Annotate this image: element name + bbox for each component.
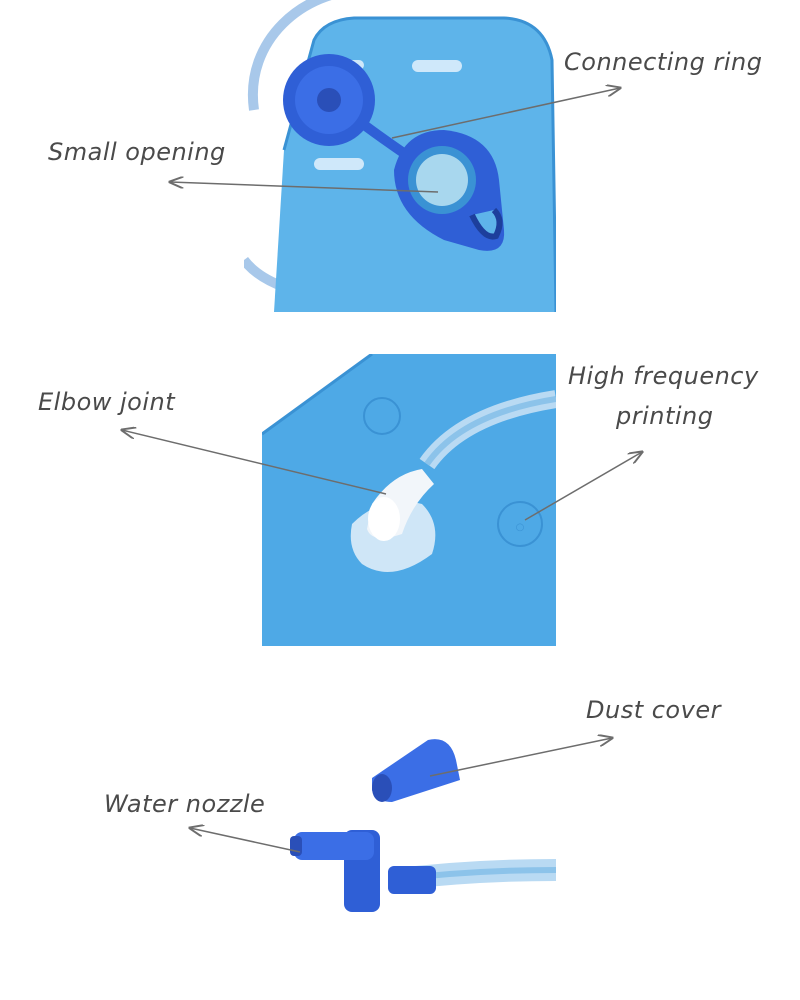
arrow-elbow-joint [122, 430, 387, 495]
arrow-dust-cover [429, 738, 612, 777]
high-frequency-label-line1: High frequency [568, 362, 759, 390]
connecting-ring-label: Connecting ring [564, 48, 763, 76]
dust-cover-label: Dust cover [586, 696, 721, 724]
nozzle-photo [290, 730, 556, 920]
svg-text:○: ○ [516, 522, 525, 533]
arrow-small-opening [170, 182, 439, 193]
arrow-connecting-ring [391, 88, 620, 139]
arrow-water-nozzle [190, 828, 301, 853]
elbow-joint-photo: ○ [262, 354, 556, 646]
water-nozzle-label: Water nozzle [104, 790, 266, 818]
small-opening-label: Small opening [48, 138, 226, 166]
elbow-joint-label: Elbow joint [38, 388, 176, 416]
bladder-top-photo [244, 0, 556, 312]
arrow-high-frequency [524, 452, 642, 521]
high-frequency-label-line2: printing [616, 402, 714, 430]
